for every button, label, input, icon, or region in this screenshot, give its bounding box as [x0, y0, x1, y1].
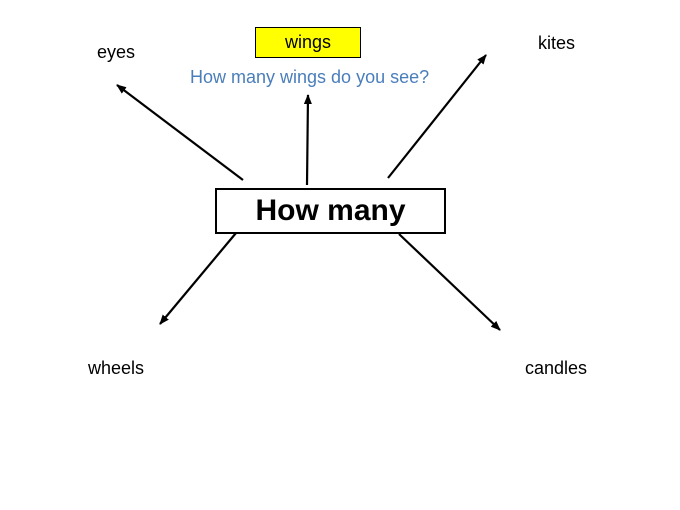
- center-node: How many: [215, 188, 446, 234]
- center-label: How many: [255, 194, 406, 227]
- arrow-to-kites: [387, 54, 487, 179]
- answer-box: wings: [255, 27, 361, 58]
- branch-label-eyes: eyes: [97, 42, 136, 62]
- arrow-to-answer: [303, 94, 312, 186]
- branch-label-wheels: wheels: [88, 358, 145, 378]
- arrow-to-wheels: [159, 232, 237, 325]
- branch-label-candles: candles: [525, 358, 588, 378]
- answer-label: wings: [284, 32, 332, 52]
- arrow-to-eyes: [116, 84, 244, 181]
- question-text: How many wings do you see?: [190, 67, 430, 87]
- arrow-to-candles: [398, 233, 501, 331]
- branch-label-kites: kites: [538, 33, 576, 53]
